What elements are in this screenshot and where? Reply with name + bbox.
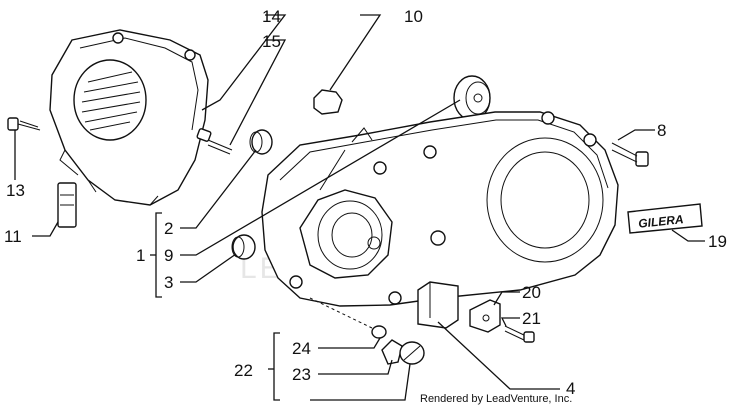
leader-20 (493, 291, 520, 306)
callout-2: 2 (164, 219, 173, 238)
rendered-by-footer: Rendered by LeadVenture, Inc. (420, 393, 572, 405)
drain-assembly-part (371, 325, 425, 365)
leader-11 (32, 221, 59, 237)
leader-21 (500, 317, 520, 327)
badge-text: GILERA (638, 212, 685, 231)
callout-13: 13 (6, 181, 25, 200)
gilera-badge-part: GILERA (627, 203, 703, 234)
callout-22: 22 (234, 361, 253, 380)
leader-24 (318, 337, 381, 349)
leader-3 (180, 253, 237, 283)
fan-cover-part (49, 29, 209, 206)
screw-21-part (504, 325, 535, 343)
callout-9: 9 (164, 246, 173, 265)
bracket-22 (273, 332, 280, 401)
leader-23 (318, 359, 393, 375)
bracket-1 (155, 212, 162, 298)
leader-14 (201, 14, 287, 111)
transmission-cover-part (261, 111, 619, 307)
leader-10 (329, 14, 382, 91)
callout-4: 4 (566, 379, 575, 398)
bushing-2-part (249, 129, 273, 155)
callout-21: 21 (522, 309, 541, 328)
leader-15 (229, 39, 287, 146)
rubber-block-4-part (417, 281, 459, 329)
callout-8: 8 (657, 121, 666, 140)
bracket-20-part (469, 299, 501, 333)
callout-15: 15 (262, 32, 281, 51)
leader-8 (617, 129, 655, 141)
callout-3: 3 (164, 273, 173, 292)
leader-22b (310, 363, 411, 401)
clip-11-part (57, 182, 77, 228)
screw-15-part (196, 128, 233, 155)
screw-13-part (7, 117, 41, 131)
callout-23: 23 (292, 365, 311, 384)
callout-11: 11 (4, 227, 22, 246)
leader-19 (671, 229, 705, 242)
callout-24: 24 (292, 339, 311, 358)
callout-20: 20 (522, 283, 541, 302)
callout-1: 1 (136, 246, 145, 265)
callout-10: 10 (404, 7, 423, 26)
leader-2 (180, 149, 257, 229)
leader-4 (437, 321, 560, 390)
bushing-3-part (231, 234, 256, 260)
callout-14: 14 (262, 7, 281, 26)
bolt-8-part (611, 142, 649, 167)
rubber-cap-10-part (313, 89, 343, 115)
leader-9 (180, 99, 461, 256)
callout-19: 19 (708, 232, 727, 251)
